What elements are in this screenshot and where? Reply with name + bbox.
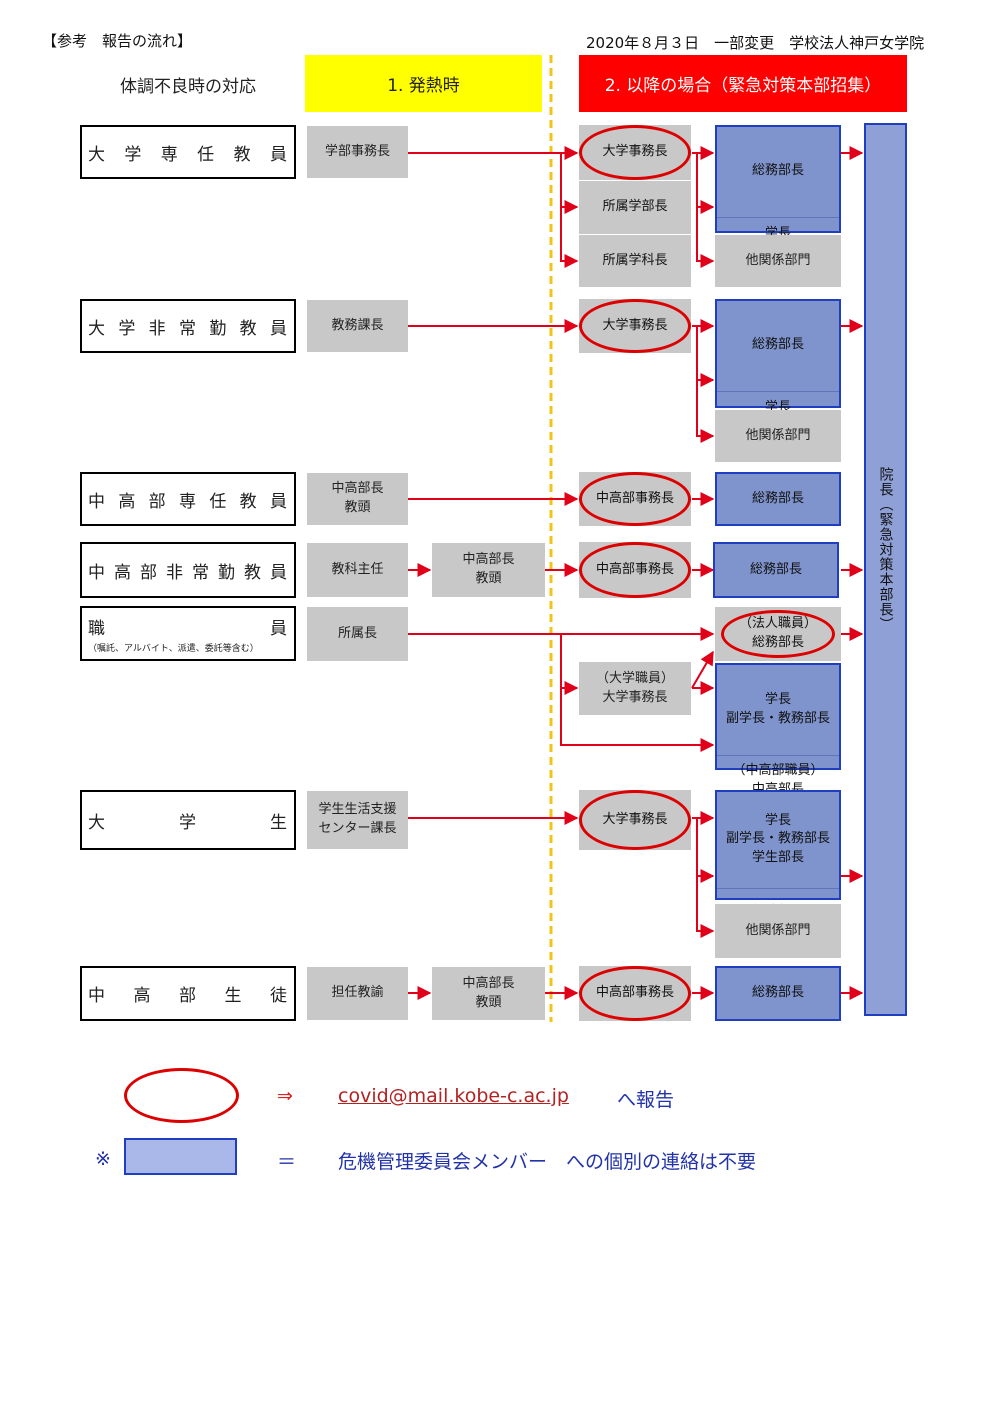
category-univ-student: 大学生: [80, 790, 296, 850]
category-chukou-fulltime: 中高部専任教員: [80, 472, 296, 526]
first-contact-box: 学生生活支援 センター課長: [307, 791, 408, 849]
circled-report-box: 大学事務長: [579, 125, 691, 180]
first-contact-box: 所属長: [307, 607, 408, 661]
somu-cell: 総務部長: [751, 337, 804, 353]
reference-title: 【参考 報告の流れ】: [42, 32, 193, 50]
circled-hojin-somu: （法人職員） 総務部長: [721, 610, 835, 658]
somu-box: 総務部長: [713, 542, 839, 598]
somu-box: 総務部長: [715, 472, 841, 526]
dept-head-label: 所属学部長: [602, 199, 668, 215]
legend-member-text: 危機管理委員会メンバー への個別の連絡は不要: [338, 1151, 757, 1173]
member-group: 学長 副学長・教務部長 学生部長 総務部長: [715, 790, 841, 919]
category-chukou-student: 中高部生徒: [80, 966, 296, 1021]
category-label: 職員: [88, 619, 288, 639]
legend-equals: ＝: [277, 1151, 297, 1173]
header-phase1: 1. 発熱時: [305, 55, 542, 112]
arrow-r6-to-other: [696, 818, 715, 938]
mid-contact-box: 中高部長 教頭: [432, 543, 545, 597]
circled-report-box: 大学事務長: [579, 790, 691, 850]
staff-note: （嘱託、アルバイト、派遣、委託等含む）: [88, 644, 259, 654]
category-label: 大学専任教員: [88, 144, 288, 165]
category-label: 中高部生徒: [88, 986, 288, 1006]
mid-contact-box: 中高部長 教頭: [432, 967, 545, 1020]
legend-note-mark: ※: [95, 1148, 111, 1170]
first-contact-box: 教科主任: [307, 543, 408, 597]
member-group: 学長 副学長・教務部長 （中高部職員） 中高部長: [715, 663, 841, 797]
report-email-link[interactable]: covid@mail.kobe-c.ac.jp: [338, 1085, 569, 1107]
header-phase2: 2. 以降の場合（緊急対策本部招集）: [579, 55, 907, 112]
arrow-r1-to-other: [696, 153, 715, 268]
arrow-r2-to-other: [696, 326, 715, 443]
somu-cell: 総務部長: [751, 163, 804, 179]
circled-report-box: 大学事務長: [579, 299, 691, 353]
header-response: 体調不良時の対応: [120, 76, 256, 97]
member-group: 総務部長 学長 副学長・教務部長: [715, 125, 841, 260]
other-dept-box: 他関係部門: [715, 904, 841, 958]
member-group: 総務部長 学長 副学長・教務部長: [715, 299, 841, 434]
category-label: 中高部専任教員: [88, 491, 288, 512]
revision-note: 2020年８月３日 一部変更 学校法人神戸女学院: [586, 34, 925, 52]
first-contact-box: 教務課長: [307, 300, 408, 352]
univ-staff-head-box: （大学職員） 大学事務長: [579, 662, 691, 715]
arrow-r5-to-univ-staff: [560, 634, 579, 695]
divider: [579, 180, 691, 181]
category-label: 大学非常勤教員: [88, 318, 288, 339]
other-dept-box: 他関係部門: [715, 235, 841, 287]
legend-report-text: へ報告: [617, 1089, 675, 1111]
arrow-r1-to-dept: [560, 153, 579, 268]
circled-report-box: 中高部事務長: [579, 542, 691, 598]
other-dept-box: 他関係部門: [715, 410, 841, 462]
incho-column: 院長（緊急対策本部長）: [864, 123, 907, 1016]
staff-label-row: 職員: [88, 614, 288, 639]
category-univ-fulltime: 大学専任教員: [80, 125, 296, 179]
legend-arrow: ⇒: [277, 1085, 293, 1107]
somu-box: 総務部長: [715, 966, 841, 1021]
incho-label: 院長（緊急対策本部長）: [877, 467, 894, 632]
category-label: 大学生: [88, 812, 288, 833]
legend-circle: [124, 1068, 239, 1123]
circled-report-box: 中高部事務長: [579, 472, 691, 526]
category-label: 中高部非常勤教員: [88, 562, 288, 583]
gakucho-cell: 学長 副学長・教務部長: [725, 692, 830, 726]
category-chukou-parttime: 中高部非常勤教員: [80, 542, 296, 598]
legend-member-swatch: [124, 1138, 237, 1175]
divider: [579, 234, 691, 235]
circled-report-box: 中高部事務長: [579, 966, 691, 1021]
faculty-head-label: 所属学科長: [602, 252, 668, 268]
first-contact-box: 中高部長 教頭: [307, 473, 408, 525]
arrow-r5-to-hojin-diag: [691, 650, 714, 689]
first-contact-box: 学部事務長: [307, 126, 408, 178]
student-leaders-cell: 学長 副学長・教務部長 学生部長: [725, 812, 830, 866]
arrow-r5-to-chukou: [560, 688, 715, 752]
category-staff: 職員 （嘱託、アルバイト、派遣、委託等含む）: [80, 606, 296, 661]
category-univ-parttime: 大学非常勤教員: [80, 299, 296, 353]
first-contact-box: 担任教諭: [307, 967, 408, 1020]
